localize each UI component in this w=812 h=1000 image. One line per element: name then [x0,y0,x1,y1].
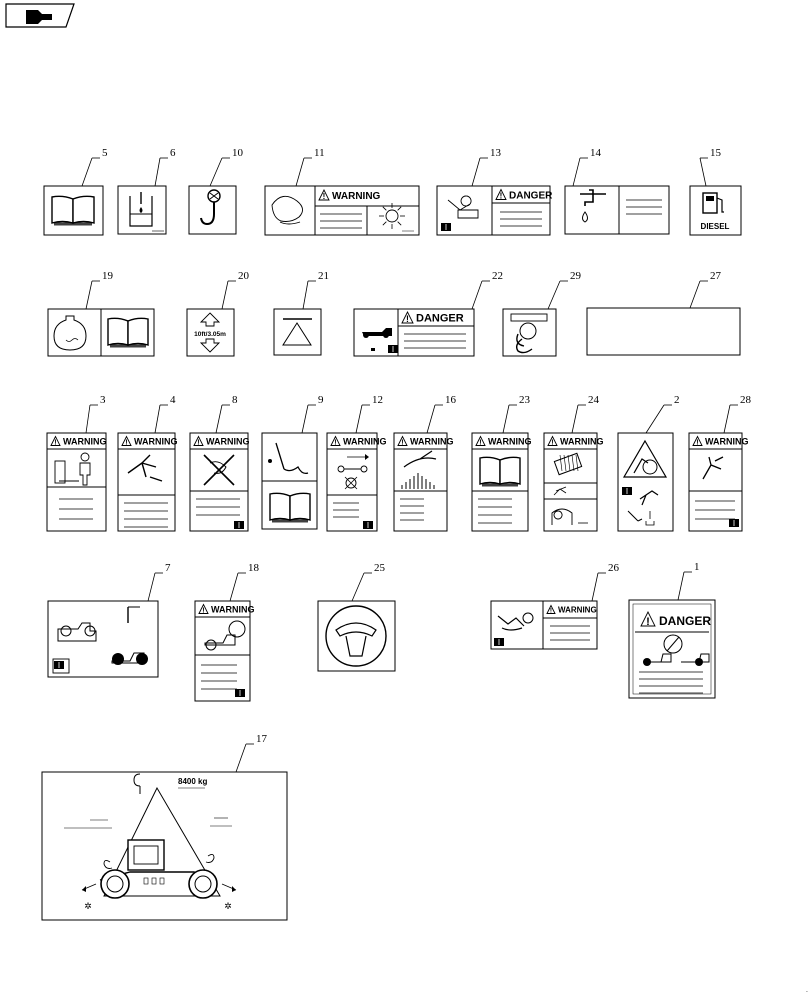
svg-text:!: ! [646,616,650,628]
callout-number: 23 [519,394,531,406]
callout-number: 14 [590,147,602,159]
decal-header-text: WARNING [560,436,604,446]
decal-24: ! WARNING 24 [543,394,604,532]
decal-header-text: WARNING [332,191,381,202]
decal-12: ! WARNING 12 [326,394,387,532]
svg-text:!: ! [479,438,481,447]
svg-text:!: ! [197,438,199,447]
decal-14: 14 [564,147,670,235]
callout-number: 10 [232,147,244,159]
decal-27: 27 [586,270,741,356]
callout-number: 24 [588,394,600,406]
decal-25: 25 [317,562,396,672]
decal-20: 10ft/3.05m 20 [186,270,250,357]
svg-text:✲: ✲ [224,901,232,911]
callout-number: 5 [102,147,108,159]
decal-10: 10 [188,147,244,235]
decal-header-text: WARNING [410,436,454,446]
decal-17: 8400 kg ✲ ✲ 17 [41,733,288,921]
svg-text:!: ! [334,438,336,447]
callout-number: 9 [318,394,324,406]
svg-text:!: ! [551,438,553,447]
callout-number: 2 [674,394,680,406]
svg-text:✲: ✲ [84,901,92,911]
decal-header-text: WARNING [206,436,250,446]
callout-number: 11 [314,147,325,159]
decal-7: 7 [47,562,171,678]
callout-number: 7 [165,562,171,574]
decal-header-text: DANGER [659,614,711,628]
svg-text:!: ! [406,314,409,324]
decal-11: ! WARNING 11 [264,147,420,236]
decal-4: ! WARNING 4 [117,394,178,532]
decal-28: ! WARNING 28 [688,394,752,532]
decal-header-text: WARNING [211,604,255,614]
decal-18: ! WARNING 18 [194,562,260,702]
callout-number: 6 [170,147,176,159]
svg-text:!: ! [550,608,552,615]
svg-text:!: ! [202,606,204,615]
decal-26: ! WARNING 26 [490,562,620,650]
callout-number: 29 [570,270,582,282]
callout-number: 20 [238,270,250,282]
decal-header-text: DANGER [509,190,553,201]
svg-text:!: ! [54,438,56,447]
callout-number: 19 [102,270,114,282]
decal-29: 29 [502,270,582,357]
decal-6: 6 [117,147,176,235]
svg-text:!: ! [500,192,503,201]
callout-number: 15 [710,147,722,159]
decal-header-text: WARNING [488,436,532,446]
callout-number: 17 [256,733,268,745]
callout-number: 26 [608,562,620,574]
svg-text:!: ! [125,438,127,447]
callout-number: 27 [710,270,722,282]
decal-1: ! DANGER 1 [628,561,716,699]
decal-8: ! WARNING 8 [189,394,250,532]
decal-16: ! WARNING 16 [393,394,457,532]
decal-header-text: WARNING [705,436,749,446]
decal-header-text: WARNING [63,436,107,446]
decal-21: 21 [273,270,329,356]
operating-weight-label: 8400 kg [178,777,207,786]
callout-number: 4 [170,394,176,406]
decal-header-text: WARNING [558,606,597,615]
callout-number: 1 [694,561,700,573]
callout-number: 8 [232,394,238,406]
decal-header-text: WARNING [134,436,178,446]
decal-15: DIESEL 15 [689,147,742,236]
decal-2: 2 [617,394,680,532]
svg-text:!: ! [323,192,326,201]
decal-22: ! DANGER 22 [353,270,503,357]
clearance-label: 10ft/3.05m [194,331,226,338]
callout-number: 12 [372,394,383,406]
callout-number: 16 [445,394,457,406]
decal-header-text: DANGER [416,313,464,325]
decal-header-text: WARNING [343,436,387,446]
callout-number: 18 [248,562,260,574]
callout-number: 21 [318,270,329,282]
callout-number: 13 [490,147,502,159]
callout-number: 28 [740,394,752,406]
svg-text:`: ` [806,992,808,998]
next-page-arrow-icon[interactable] [5,3,75,28]
callout-number: 25 [374,562,386,574]
decal-5: 5 [43,147,108,236]
svg-text:!: ! [401,438,403,447]
decal-13: ! DANGER 13 [436,147,553,236]
fuel-type-label: DIESEL [701,222,730,231]
decal-23: ! WARNING 23 [471,394,532,532]
svg-text:!: ! [696,438,698,447]
callout-number: 3 [100,394,106,406]
decal-3: ! WARNING 3 [46,394,107,532]
decal-19: 19 [47,270,155,357]
decal-9: 9 [261,394,324,530]
callout-number: 22 [492,270,503,282]
